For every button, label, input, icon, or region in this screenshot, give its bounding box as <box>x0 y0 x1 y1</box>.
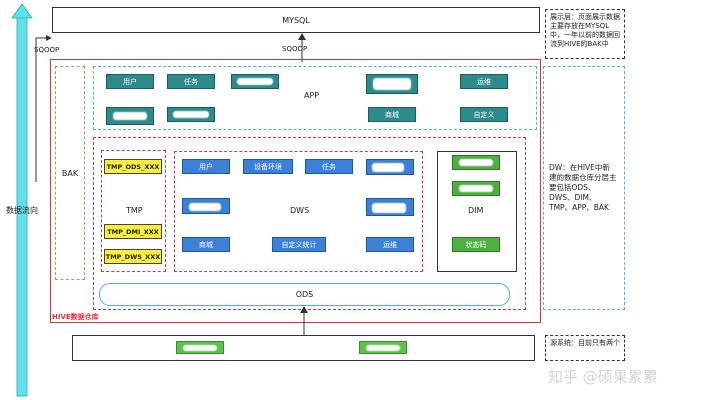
app-button-redacted-1[interactable] <box>231 74 279 89</box>
app-layer <box>93 66 537 130</box>
hive-warehouse-box <box>50 59 541 323</box>
app-button-user[interactable]: 用户 <box>106 74 154 89</box>
tmp-item-ods[interactable]: TMP_ODS_XXX <box>104 159 162 174</box>
dw-note-box <box>543 66 625 310</box>
source-system-box <box>72 335 535 361</box>
redaction-mark <box>373 78 411 90</box>
mysql-box: MYSQL <box>52 7 540 33</box>
dws-button-task-label: 任务 <box>322 162 336 171</box>
bak-label: BAK <box>61 168 79 178</box>
sqoop-left-connector <box>35 35 52 182</box>
source-system-note-text: 源系统：目前只有两个 <box>550 339 620 347</box>
redaction-mark <box>189 203 221 211</box>
sqoop-center-arrow <box>298 33 306 62</box>
redaction-mark <box>237 78 273 85</box>
dws-button-custom-stats-label: 自定义统计 <box>281 240 317 249</box>
dws-label: DWS <box>290 206 310 215</box>
redaction-mark <box>372 163 404 172</box>
sqoop-center-label: SQOOP <box>282 45 308 53</box>
tmp-item-dws[interactable]: TMP_DWS_XXX <box>104 249 162 264</box>
tmp-item-ods-label: TMP_ODS_XXX <box>106 162 160 171</box>
ods-label: ODS <box>295 290 314 299</box>
dws-button-user-label: 用户 <box>199 162 213 171</box>
dw-core-region <box>93 137 526 310</box>
redaction-mark <box>372 203 406 213</box>
source-system-redacted-1[interactable] <box>176 341 224 354</box>
tmp-item-dws-label: TMP_DWS_XXX <box>105 252 161 261</box>
mysql-label: MYSQL <box>282 15 310 25</box>
app-button-custom[interactable]: 自定义 <box>460 107 508 122</box>
dws-button-redacted-3[interactable] <box>366 198 414 216</box>
bak-layer: BAK <box>55 66 85 280</box>
dws-button-custom-stats[interactable]: 自定义统计 <box>272 237 326 252</box>
redaction-mark <box>366 345 400 351</box>
dws-button-redacted-2[interactable] <box>182 198 230 214</box>
app-label: APP <box>304 91 320 100</box>
redaction-mark <box>113 112 147 120</box>
dws-layer <box>174 151 423 272</box>
dim-button-redacted-1[interactable] <box>452 155 500 170</box>
dws-button-redacted-1[interactable] <box>366 159 414 175</box>
tmp-layer <box>101 150 166 272</box>
sqoop-left-label: SQOOP <box>34 46 60 54</box>
redaction-mark <box>459 159 493 166</box>
app-button-ops[interactable]: 运维 <box>460 74 508 89</box>
source-system-redacted-2[interactable] <box>359 341 407 354</box>
dws-button-task[interactable]: 任务 <box>305 159 353 174</box>
display-layer-note-text: 展示层：页面展示数据主要存放在MYSQL中，一年以前的数据回流到HIVE的BAK… <box>550 13 620 48</box>
app-button-redacted-2[interactable] <box>366 74 418 94</box>
data-flow-label: 数据流向 <box>6 206 38 215</box>
ods-layer: ODS <box>99 283 510 306</box>
tmp-item-dmi-label: TMP_DMI_XXX <box>107 227 159 236</box>
tmp-label: TMP <box>126 206 143 215</box>
app-button-task-label: 任务 <box>184 77 198 86</box>
dws-button-ops[interactable]: 运维 <box>366 237 414 252</box>
dws-button-mall-label: 商城 <box>199 240 213 249</box>
watermark: 知乎 @硕果累累 <box>548 368 658 386</box>
source-to-ods-arrow <box>300 306 308 335</box>
data-flow-arrow <box>11 3 33 397</box>
app-button-mall[interactable]: 商城 <box>368 107 416 122</box>
dws-button-device[interactable]: 设备环境 <box>243 159 293 174</box>
dim-layer <box>437 151 517 272</box>
app-button-redacted-3[interactable] <box>106 107 154 125</box>
app-button-redacted-4[interactable] <box>167 107 215 122</box>
app-button-ops-label: 运维 <box>477 77 491 86</box>
dim-label: DIM <box>468 206 484 215</box>
app-button-user-label: 用户 <box>123 77 137 86</box>
dw-note-text: DW：在HIVE中新建的数据仓库分层主要包括ODS、DWS、DIM、TMP、AP… <box>549 163 617 212</box>
app-button-mall-label: 商城 <box>385 110 399 119</box>
redaction-mark <box>173 111 209 118</box>
dws-button-ops-label: 运维 <box>383 240 397 249</box>
redaction-mark <box>459 185 493 192</box>
dws-button-mall[interactable]: 商城 <box>182 237 230 252</box>
dim-button-status-code[interactable]: 状态码 <box>452 237 500 252</box>
redaction-mark <box>183 345 217 351</box>
dws-button-device-label: 设备环境 <box>254 162 282 171</box>
display-layer-note: 展示层：页面展示数据主要存放在MYSQL中，一年以前的数据回流到HIVE的BAK… <box>545 9 625 59</box>
tmp-item-dmi[interactable]: TMP_DMI_XXX <box>104 224 162 239</box>
source-system-note: 源系统：目前只有两个 <box>545 335 625 361</box>
dim-button-redacted-2[interactable] <box>452 181 500 196</box>
hive-label: HIVE数据仓库 <box>52 313 99 321</box>
dws-button-user[interactable]: 用户 <box>182 159 230 174</box>
dim-button-status-code-label: 状态码 <box>465 240 487 249</box>
app-button-custom-label: 自定义 <box>473 110 495 119</box>
app-button-task[interactable]: 任务 <box>167 74 215 89</box>
